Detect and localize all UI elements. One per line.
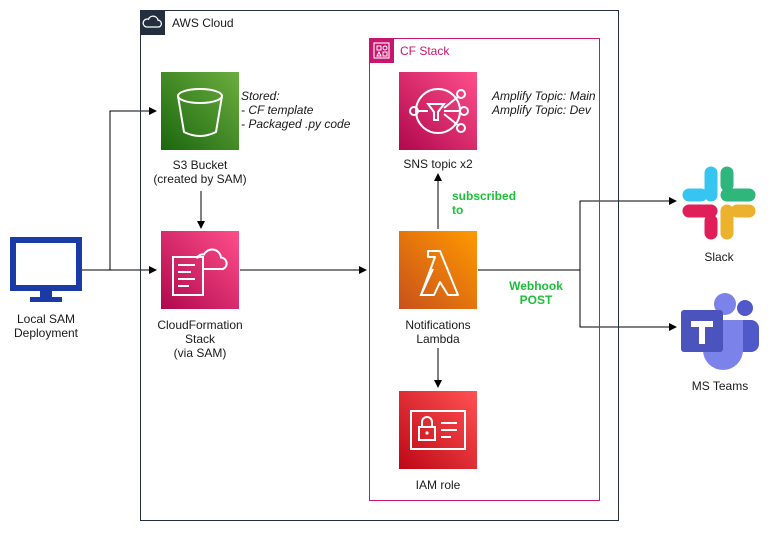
edge-lambda-teams <box>579 270 677 331</box>
cloudformation-label: CloudFormation Stack (via SAM) <box>140 318 260 360</box>
aws-cloud-group <box>140 10 619 521</box>
subscribed-line2: to <box>452 203 464 217</box>
s3-note: Stored: - CF template - Packaged .py cod… <box>241 89 350 131</box>
stack-group-icon <box>369 38 394 63</box>
cloudformation-icon <box>161 231 239 309</box>
local-label-line2: Deployment <box>13 326 79 340</box>
cfn-label-line2: Stack <box>184 332 215 346</box>
local-deployment-label: Local SAM Deployment <box>5 312 87 340</box>
cloud-icon <box>140 10 165 35</box>
edge-lambda-slack <box>478 197 677 271</box>
lambda-label-line2: Lambda <box>416 332 460 346</box>
cfn-label-line3: (via SAM) <box>173 346 227 360</box>
teams-icon <box>679 292 761 377</box>
webhook-label: Webhook POST <box>506 279 566 307</box>
s3-label-line1: S3 Bucket <box>172 158 228 172</box>
s3-note-title: Stored: <box>241 89 280 103</box>
lambda-label: Notifications Lambda <box>388 318 488 346</box>
lambda-icon <box>399 231 477 309</box>
webhook-line2: POST <box>519 293 553 307</box>
cfn-label-line1: CloudFormation <box>157 318 243 332</box>
iam-label: IAM role <box>415 478 461 492</box>
s3-label: S3 Bucket (created by SAM) <box>140 158 260 186</box>
webhook-line1: Webhook <box>509 279 563 293</box>
lambda-label-line1: Notifications <box>405 318 471 332</box>
sns-label: SNS topic x2 <box>403 157 473 171</box>
bucket-icon <box>161 72 239 150</box>
iam-icon <box>399 391 477 469</box>
subscribed-label: subscribed to <box>452 189 516 217</box>
sns-note-line1: Amplify Topic: Main <box>492 89 596 103</box>
sns-note: Amplify Topic: Main Amplify Topic: Dev <box>492 89 596 117</box>
sns-note-line2: Amplify Topic: Dev <box>492 103 591 117</box>
cf-stack-group <box>369 38 600 501</box>
slack-label: Slack <box>704 250 734 264</box>
cf-stack-title: CF Stack <box>400 44 450 58</box>
slack-icon <box>679 163 759 248</box>
monitor-icon <box>10 237 82 310</box>
teams-label: MS Teams <box>691 379 749 393</box>
s3-note-line1: - CF template <box>241 103 314 117</box>
subscribed-line1: subscribed <box>452 189 517 203</box>
local-label-line1: Local SAM <box>16 312 76 326</box>
s3-note-line2: - Packaged .py code <box>241 117 351 131</box>
sns-icon <box>399 72 477 150</box>
s3-label-line2: (created by SAM) <box>153 172 247 186</box>
aws-cloud-title: AWS Cloud <box>172 16 234 30</box>
